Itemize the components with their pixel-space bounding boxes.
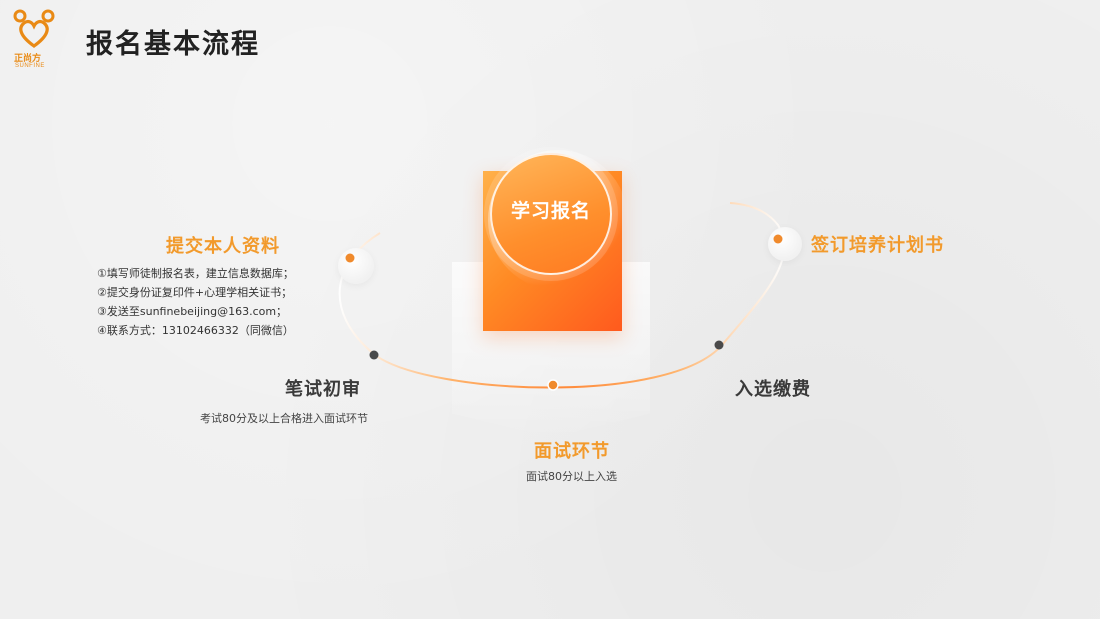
- list-item: ①填写师徒制报名表，建立信息数据库；: [97, 267, 294, 280]
- center-label: 学习报名: [510, 200, 591, 222]
- dot-written: [369, 350, 379, 360]
- page-title: 报名基本流程: [86, 29, 260, 60]
- logo-icon: [13, 9, 55, 48]
- step-written-title: 笔试初审: [285, 379, 361, 400]
- step-interview-desc: 面试80分以上入选: [526, 470, 617, 483]
- center-circle: [490, 153, 612, 275]
- step-submit-list: ①填写师徒制报名表，建立信息数据库； ②提交身份证复印件+心理学相关证书； ③发…: [97, 264, 294, 340]
- step-submit-title: 提交本人资料: [166, 236, 280, 257]
- logo-name-en: SUNFINE: [15, 63, 45, 69]
- dot-contract: [773, 234, 783, 244]
- step-payment-title: 入选缴费: [735, 379, 811, 400]
- orbit-path: [338, 202, 786, 389]
- step-interview-title: 面试环节: [534, 441, 610, 462]
- dot-payment: [714, 340, 724, 350]
- dot-interview: [547, 379, 559, 391]
- step-written-desc: 考试80分及以上合格进入面试环节: [200, 412, 368, 425]
- list-item: ④联系方式：13102466332（同微信）: [97, 324, 294, 337]
- list-item: ③发送至sunfinebeijing@163.com；: [97, 305, 288, 318]
- list-item: ②提交身份证复印件+心理学相关证书；: [97, 286, 293, 299]
- dot-submit: [345, 253, 355, 263]
- bubble-submit: [338, 248, 374, 284]
- brand-logo: 正尚方 SUNFINE: [10, 6, 62, 70]
- bubble-contract: [768, 227, 802, 261]
- step-contract-title: 签订培养计划书: [811, 235, 944, 256]
- logo-name-cn: 正尚方: [14, 54, 42, 64]
